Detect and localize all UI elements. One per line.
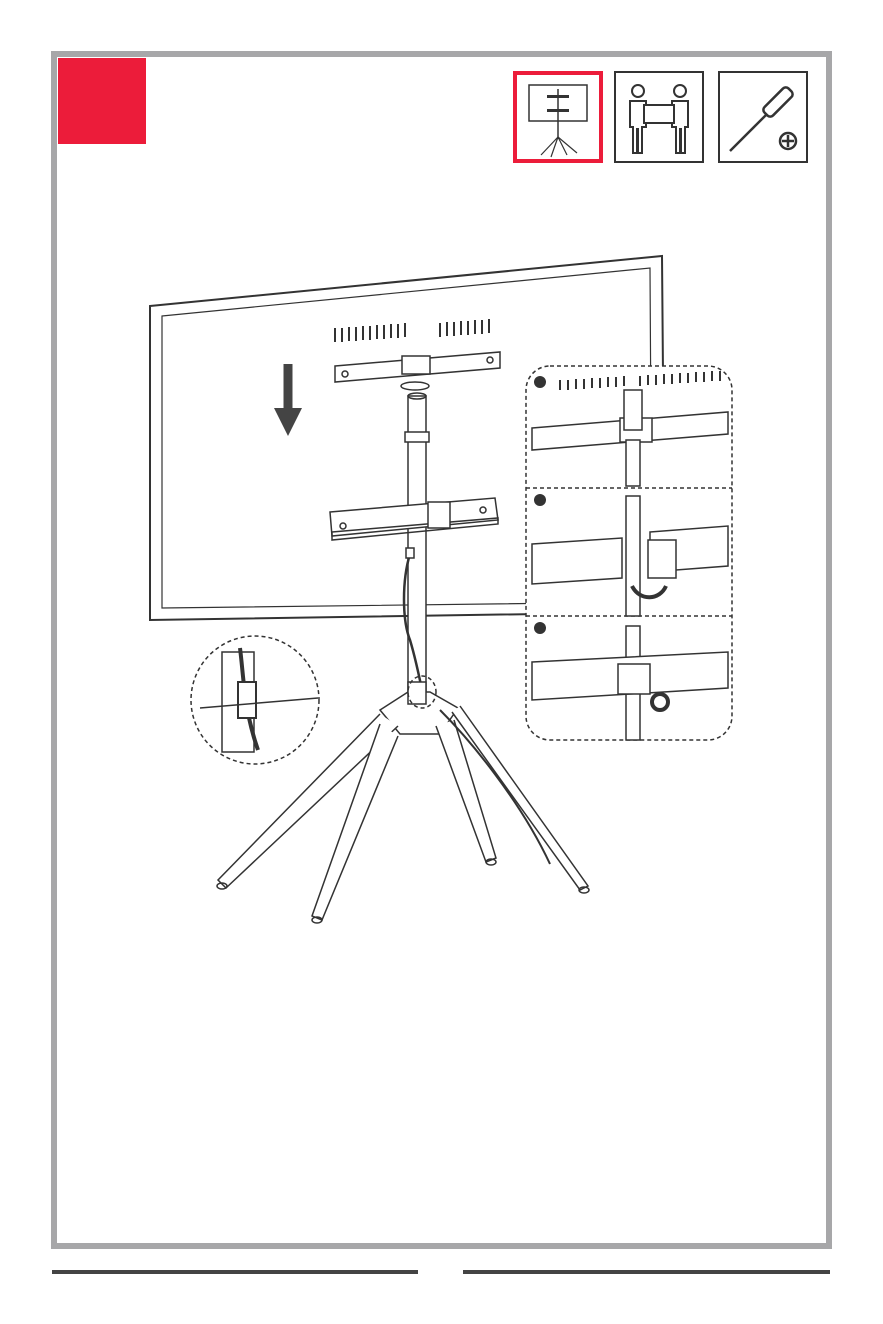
tv-stand-icon — [513, 71, 603, 163]
footer-rule-right — [463, 1270, 830, 1274]
step-number — [58, 58, 146, 144]
two-person-lift-icon — [614, 71, 704, 163]
stand-pole — [405, 393, 429, 696]
tv-stand-assembly-illustration — [140, 240, 740, 940]
footer-rule-left — [52, 1270, 418, 1274]
step-badge — [58, 58, 146, 144]
phillips-screwdriver-icon — [718, 71, 808, 163]
